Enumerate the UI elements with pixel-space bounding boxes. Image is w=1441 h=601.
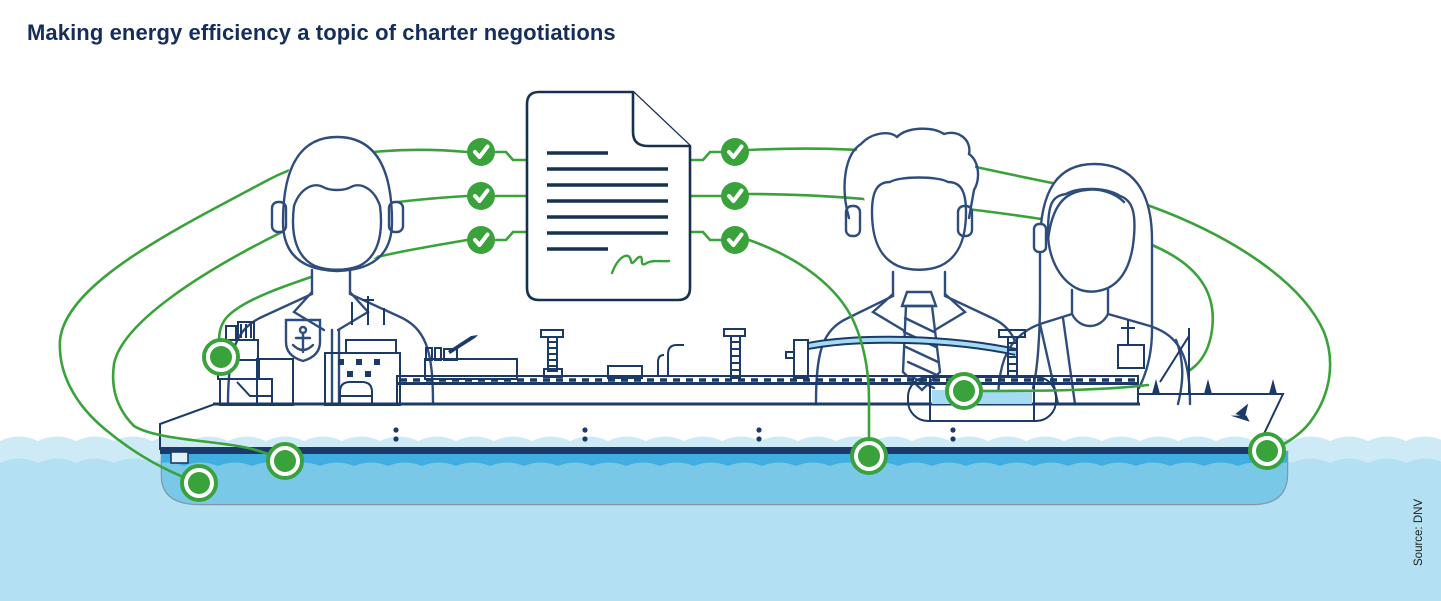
owner-fringe [1046,188,1126,242]
midship-waterline-marker [850,437,888,475]
underwater-wave [162,462,1287,504]
page-title: Making energy efficiency a topic of char… [27,20,616,45]
mast-1 [540,329,564,378]
stub-right-1 [688,150,723,162]
ship-markers [180,338,1286,502]
charterer-figure [814,125,1024,406]
bow-deckhouse [1117,320,1145,369]
cargo-ship [159,296,1289,506]
portholes [393,427,956,442]
document-text-lines [547,151,668,251]
waterline-stripe [160,447,1263,454]
charterer-hair [843,127,980,220]
cargo-pipe [785,335,1017,379]
curve-left-3 [217,238,469,352]
check-badge-icon [467,182,495,210]
check-badge-icon [467,226,495,254]
document-fold [631,92,690,148]
charterer-ear-left [844,204,862,238]
porthole-dot [582,436,588,442]
signature-icon [610,254,671,275]
source-credit: Source: DNV [1413,498,1425,566]
mast-2 [723,328,746,379]
captain-head [281,135,394,273]
crane-arm [448,335,478,354]
porthole-dot [950,427,956,433]
stub-left-1 [494,150,529,162]
stub-right-3 [688,230,723,242]
check-badge-icon [721,226,749,254]
connection-curves-front [104,238,1150,485]
captain-placket [330,328,341,406]
charterer-face [870,176,968,271]
porthole-dot [756,427,762,433]
rudder-marker [180,464,218,502]
captain-figure [226,135,435,406]
anchor-shield-badge [284,318,322,363]
stern-skeg [170,451,189,464]
porthole-dot [393,427,399,433]
captain-ear-right [387,200,405,234]
gooseneck-vent [657,344,684,377]
curve-right-3 [747,238,871,458]
stern-waterline-marker [266,442,304,480]
charterer-collar [870,292,968,332]
bow-mast [1159,328,1190,394]
captain-ear-left [270,200,288,234]
owner-neckline [1070,288,1110,328]
owner-face [1046,187,1136,293]
porthole-dot [950,436,956,442]
bow-marker [1248,432,1286,470]
captain-face [291,184,383,271]
owner-ear-left [1032,222,1048,254]
curve-right-2-tail [962,383,1150,393]
porthole-dot [582,427,588,433]
check-badge-icon [467,138,495,166]
porthole-dot [393,436,399,442]
deck-tank-marker [945,372,983,410]
funnel-marker [202,338,240,376]
contract-document [494,90,723,302]
check-badges [467,138,749,254]
check-badge-icon [721,182,749,210]
check-badge-icon [721,138,749,166]
stub-left-3 [494,230,529,242]
lifeboat-davit [339,381,373,405]
owner-figure [996,162,1192,406]
boot-top-band [162,452,1287,466]
sailboat-logo [1230,403,1250,422]
deck-railing [396,375,1139,385]
porthole-dot [756,436,762,442]
